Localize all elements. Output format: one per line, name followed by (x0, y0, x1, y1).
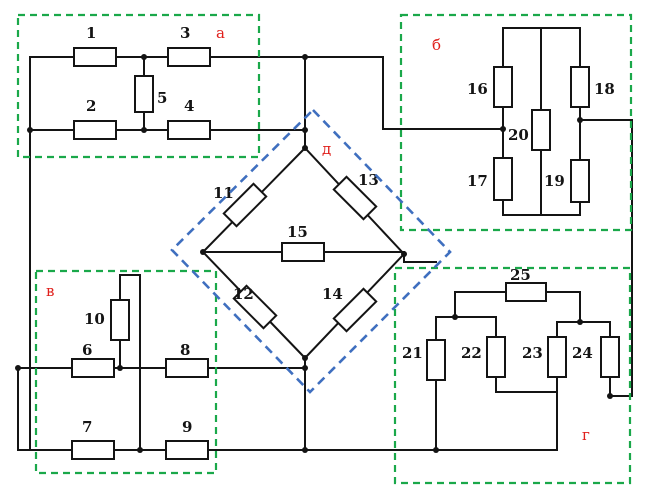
group-labels: а б в г д (46, 24, 590, 444)
resistor-5 (134, 75, 154, 113)
resistor-5-label: 5 (157, 89, 167, 107)
resistor-3-label: 3 (180, 24, 190, 42)
resistor-7-label: 7 (82, 418, 92, 436)
resistor-8 (165, 358, 209, 378)
group-a-label: а (216, 24, 225, 42)
resistor-25 (505, 282, 547, 302)
resistor-20 (531, 109, 551, 151)
resistor-6 (71, 358, 115, 378)
resistor-11 (222, 182, 268, 228)
resistor-15-label: 15 (287, 223, 308, 241)
group-v-box (34, 269, 218, 475)
resistor-12-label: 12 (233, 285, 254, 303)
group-d-label: д (322, 140, 331, 158)
resistor-13 (332, 175, 378, 221)
resistor-19-label: 19 (544, 172, 565, 190)
resistor-9 (165, 440, 209, 460)
resistor-24-label: 24 (572, 344, 593, 362)
resistor-labels: 1 3 2 4 5 16 18 20 17 19 11 13 15 12 14 … (82, 24, 615, 436)
group-g-label: г (582, 426, 590, 444)
group-v-label: в (46, 282, 54, 300)
resistor-18 (570, 66, 590, 108)
group-b-label: б (432, 36, 441, 54)
resistor-2-label: 2 (86, 97, 96, 115)
resistor-23 (547, 336, 567, 378)
resistor-22 (486, 336, 506, 378)
group-b-box (399, 13, 633, 232)
resistor-13-label: 13 (358, 171, 379, 189)
resistor-4 (167, 120, 211, 140)
resistor-15 (281, 242, 325, 262)
group-d-box (170, 108, 452, 394)
resistor-22-label: 22 (461, 344, 482, 362)
junction-dots (15, 54, 613, 453)
resistor-6-label: 6 (82, 341, 92, 359)
group-g-box (393, 266, 632, 485)
resistor-16 (493, 66, 513, 108)
resistor-4-label: 4 (184, 97, 194, 115)
group-boxes (16, 13, 633, 485)
resistor-21 (426, 339, 446, 381)
resistor-2 (73, 120, 117, 140)
resistor-23-label: 23 (522, 344, 543, 362)
resistor-10-label: 10 (84, 310, 105, 328)
resistor-1 (73, 47, 117, 67)
resistor-8-label: 8 (180, 341, 190, 359)
resistor-1-label: 1 (86, 24, 96, 42)
resistor-14-label: 14 (322, 285, 343, 303)
resistor-3 (167, 47, 211, 67)
resistor-9-label: 9 (182, 418, 192, 436)
wires (17, 27, 633, 451)
resistor-19 (570, 159, 590, 203)
resistor-10 (110, 299, 130, 341)
resistor-11-label: 11 (213, 184, 234, 202)
resistor-7 (71, 440, 115, 460)
group-a-box (16, 13, 261, 159)
resistor-24 (600, 336, 620, 378)
resistor-25-label: 25 (510, 266, 531, 284)
resistor-21-label: 21 (402, 344, 423, 362)
resistor-16-label: 16 (467, 80, 488, 98)
resistor-17-label: 17 (467, 172, 488, 190)
resistor-17 (493, 157, 513, 201)
resistors (71, 47, 620, 460)
resistor-12 (232, 284, 278, 330)
resistor-14 (332, 287, 378, 333)
resistor-20-label: 20 (508, 126, 529, 144)
resistor-18-label: 18 (594, 80, 615, 98)
